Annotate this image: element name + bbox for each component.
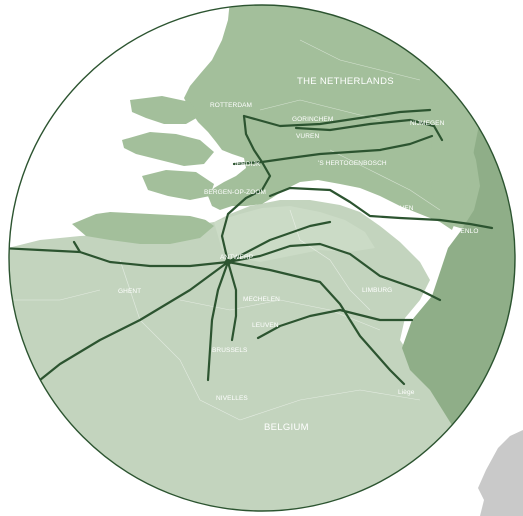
zeeland-island-4 bbox=[72, 210, 214, 244]
province-border-3 bbox=[119, 259, 241, 421]
label-eindhoven: EINDHOVEN bbox=[374, 205, 414, 212]
label-antwerp: ANTWERP bbox=[220, 254, 253, 261]
antwerp-hub-dot bbox=[224, 258, 232, 266]
line-gorinchem-nijmegen bbox=[294, 118, 444, 142]
line-bergen-eindhoven bbox=[268, 186, 494, 230]
line-ghent-west bbox=[9, 246, 82, 254]
line-antwerp-limburg bbox=[226, 242, 442, 302]
belgium-region bbox=[9, 200, 515, 511]
label-netherlands: THE NETHERLANDS bbox=[297, 76, 394, 87]
label-moerdijk: MOERDIJK bbox=[226, 161, 261, 168]
label-ghent: GHENT bbox=[118, 288, 141, 295]
western-scheldt bbox=[74, 204, 222, 222]
line-leuven-east bbox=[256, 308, 414, 340]
line-rotterdam-gorinchem bbox=[242, 108, 432, 128]
label-vuren: VUREN bbox=[296, 133, 319, 140]
province-border-6 bbox=[259, 99, 381, 121]
label-liege: Liège bbox=[398, 389, 415, 396]
map-circle-outline bbox=[8, 4, 516, 512]
line-antwerp-east bbox=[226, 220, 332, 264]
label-nivelles: NIVELLES bbox=[216, 395, 248, 402]
network-lines bbox=[9, 108, 494, 386]
zeeland-island-1 bbox=[130, 96, 200, 124]
zeeland-island-2 bbox=[122, 132, 214, 166]
label-rotterdam: ROTTERDAM bbox=[210, 102, 252, 109]
label-mechelen: MECHELEN bbox=[243, 296, 280, 303]
label-nijmegen: NIJMEGEN bbox=[410, 120, 445, 127]
label-gorinchem: GORINCHEM bbox=[292, 116, 333, 123]
line-antwerp-mechelen bbox=[226, 260, 238, 342]
line-antwerp-rotterdam bbox=[220, 114, 272, 264]
province-border-4 bbox=[239, 389, 421, 421]
province-border-7 bbox=[329, 149, 441, 211]
uk-landmass bbox=[478, 430, 523, 516]
line-moerdijk-shertogenbosch bbox=[232, 134, 434, 166]
label-limburg: LIMBURG bbox=[362, 287, 392, 294]
province-border-5 bbox=[299, 39, 421, 81]
province-border-8 bbox=[9, 289, 101, 301]
line-antwerp-southwest bbox=[38, 260, 230, 382]
label-shertogenbosch: 'S HERTOGENBOSCH bbox=[318, 160, 387, 167]
label-leuven: LEUVEN bbox=[252, 322, 279, 329]
label-brussels: BRUSSELS bbox=[212, 347, 248, 354]
label-belgium: BELGIUM bbox=[264, 422, 309, 433]
line-antwerp-brussels bbox=[206, 260, 230, 382]
label-venlo: VENLO bbox=[456, 228, 479, 235]
line-antwerp-liege bbox=[226, 260, 406, 386]
line-antwerp-ghent bbox=[72, 240, 230, 268]
label-bergen-op-zoom: BERGEN-OP-ZOOM bbox=[204, 189, 266, 196]
zeeland-island-3 bbox=[142, 170, 214, 200]
